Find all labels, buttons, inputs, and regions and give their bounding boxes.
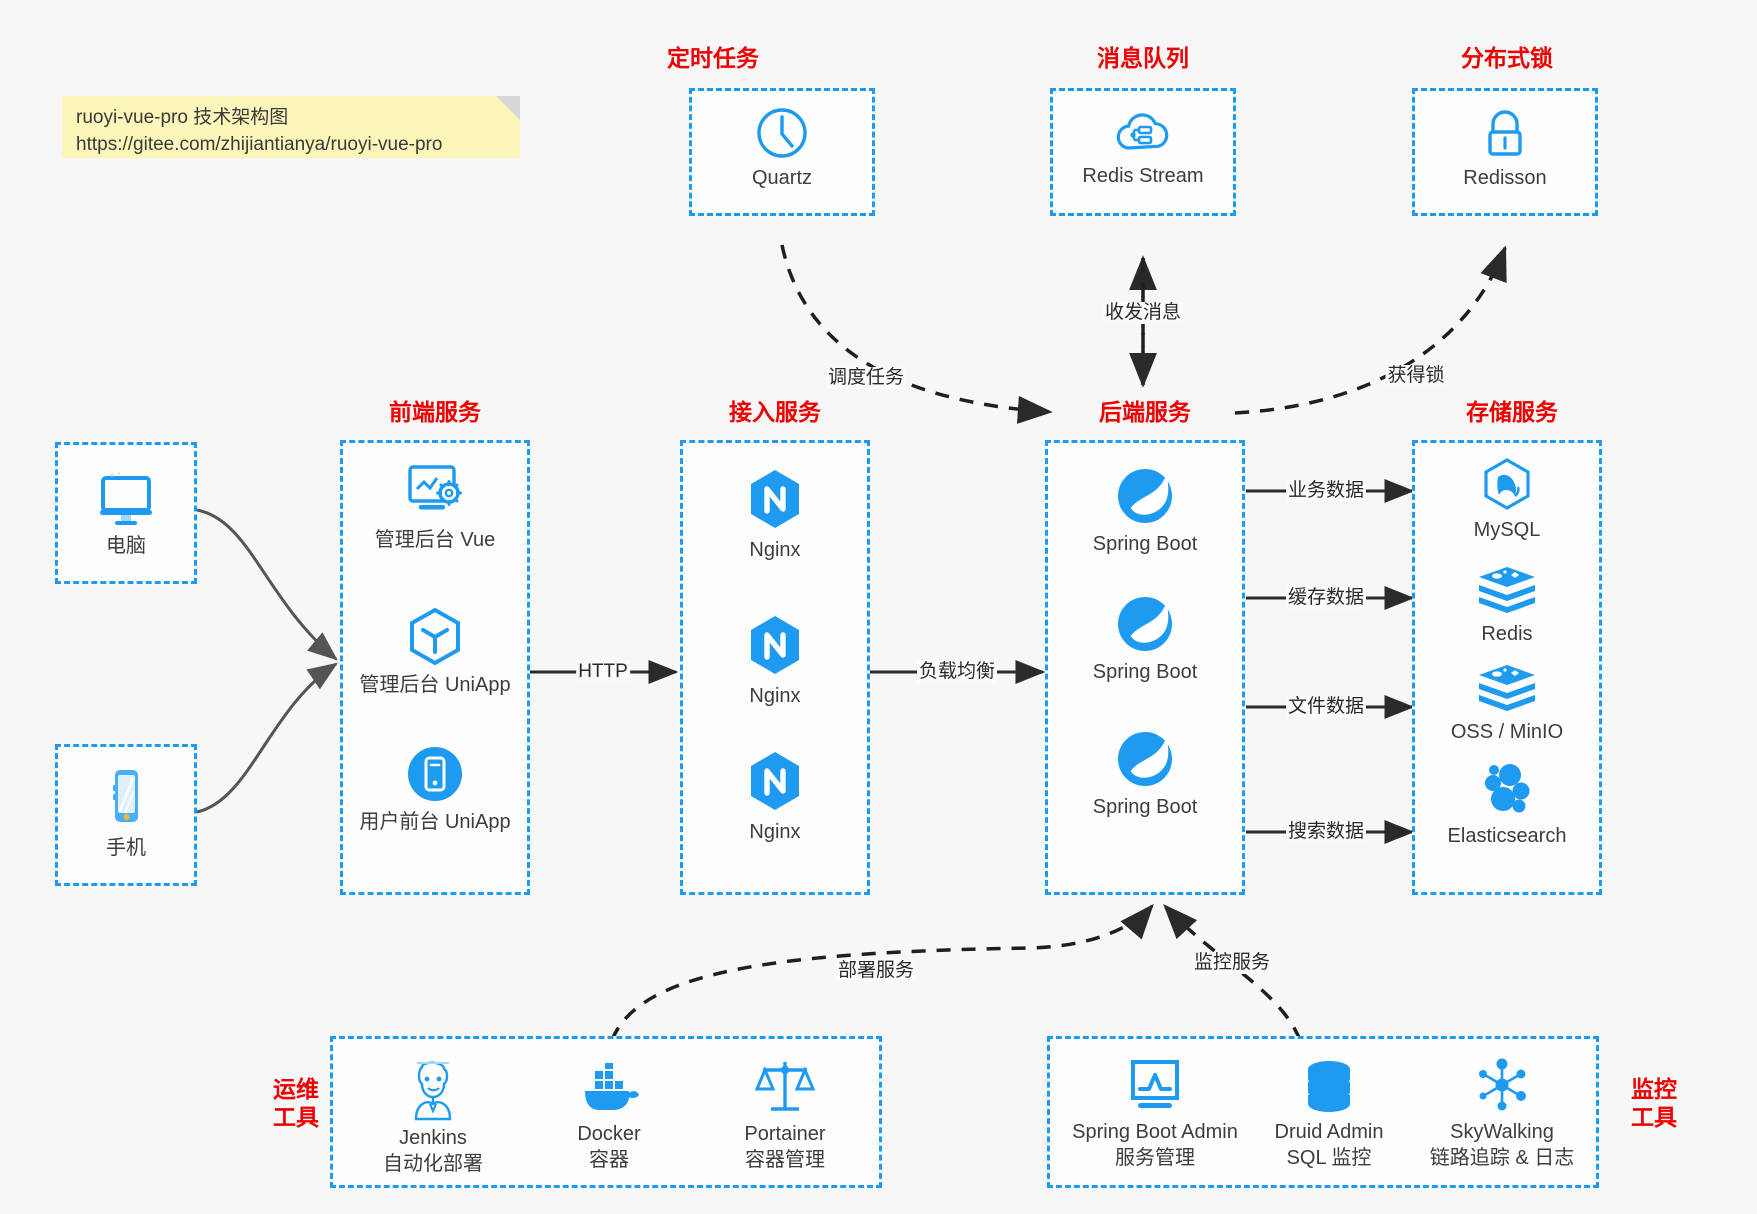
group-title-monitor-line1: 监控 (1631, 1076, 1677, 1102)
group-title-frontend: 前端服务 (389, 399, 481, 425)
node-sublabel: 链路追踪 & 日志 (1429, 1147, 1575, 1169)
edge-label-http: HTTP (576, 661, 630, 683)
node-label: Nginx (749, 821, 801, 843)
node-sublabel: 容器 (589, 1149, 629, 1171)
edge-label-monitor-service: 监控服务 (1191, 952, 1273, 974)
cloud-stream-icon (1053, 107, 1233, 159)
group-title-monitor-line2: 工具 (1631, 1104, 1677, 1130)
spring-leaf-icon (1048, 465, 1242, 527)
edge-label-schedule-task: 调度任务 (825, 367, 907, 389)
mysql-dolphin-icon (1415, 457, 1599, 513)
edge-label-search-data: 搜索数据 (1285, 821, 1367, 843)
node-label: 管理后台 Vue (374, 529, 496, 551)
group-title-distributed-lock: 分布式锁 (1461, 45, 1553, 71)
devops-tools-box[interactable]: Jenkins 自动化部署 Docker (330, 1036, 882, 1188)
node-label: 管理后台 UniApp (359, 674, 511, 696)
group-title-scheduled-task: 定时任务 (667, 45, 759, 71)
node-label: OSS / MinIO (1450, 721, 1564, 743)
node-label: Redis Stream (1082, 165, 1204, 187)
edge-label-cache-data: 缓存数据 (1285, 587, 1367, 609)
node-label: Quartz (751, 167, 813, 189)
node-label: SkyWalking (1450, 1121, 1554, 1143)
group-title-devops: 运维 工具 (256, 1075, 336, 1131)
node-label: Spring Boot (1092, 796, 1198, 818)
frontend-service-box[interactable]: 管理后台 Vue 管理后台 UniApp 用户前台 UniApp (340, 440, 530, 895)
client-computer-box[interactable]: 电脑 (55, 442, 197, 584)
edge-label-file-data: 文件数据 (1285, 696, 1367, 718)
note-line-2: https://gitee.com/zhijiantianya/ruoyi-vu… (76, 134, 443, 155)
node-label: Spring Boot (1092, 661, 1198, 683)
nginx-icon (683, 749, 867, 815)
group-title-storage: 存储服务 (1466, 399, 1558, 425)
nginx-icon (683, 613, 867, 679)
node-sublabel: 容器管理 (745, 1149, 825, 1171)
spring-leaf-icon (1048, 593, 1242, 655)
group-title-devops-line2: 工具 (273, 1104, 319, 1130)
edge-label-load-balance: 负载均衡 (916, 661, 998, 683)
node-label: Elasticsearch (1447, 825, 1567, 847)
dashboard-gear-icon (343, 461, 527, 523)
node-label: 用户前台 UniApp (359, 811, 511, 833)
redis-stack-icon (1415, 661, 1599, 715)
node-sublabel: 自动化部署 (383, 1153, 483, 1175)
backend-service-box[interactable]: Spring Boot Spring Boot Spring Boot (1045, 440, 1245, 895)
node-label: Druid Admin (1274, 1121, 1384, 1143)
node-label: Nginx (749, 685, 801, 707)
edge-label-business-data: 业务数据 (1285, 480, 1367, 502)
node-label: Jenkins (399, 1127, 467, 1149)
spring-leaf-icon (1048, 728, 1242, 790)
group-title-gateway: 接入服务 (729, 399, 821, 425)
monitor-chart-icon (1060, 1057, 1250, 1115)
clock-icon (692, 105, 872, 161)
node-label: Redisson (1463, 167, 1547, 189)
jenkins-butler-icon (347, 1059, 519, 1121)
padlock-icon (1415, 107, 1595, 161)
storage-service-box[interactable]: MySQL Redis (1412, 440, 1602, 895)
group-title-message-queue: 消息队列 (1097, 45, 1189, 71)
group-title-backend: 后端服务 (1099, 399, 1191, 425)
client-label: 电脑 (106, 535, 146, 557)
note-line-1: ruoyi-vue-pro 技术架构图 (76, 107, 289, 128)
elasticsearch-cluster-icon (1415, 761, 1599, 819)
scales-balance-icon (699, 1057, 871, 1117)
node-label: Portainer (744, 1123, 826, 1145)
node-label: Spring Boot Admin (1072, 1121, 1238, 1143)
node-label: MySQL (1473, 519, 1541, 541)
node-label: Nginx (749, 539, 801, 561)
node-label: Redis (1481, 623, 1533, 645)
desktop-computer-icon (58, 471, 194, 529)
edge-label-deploy-service: 部署服务 (835, 960, 917, 982)
node-sublabel: 服务管理 (1115, 1147, 1195, 1169)
scheduled-task-box[interactable]: Quartz (689, 88, 875, 216)
database-cylinder-icon (1244, 1059, 1414, 1115)
hexagon-cube-icon (343, 606, 527, 668)
node-label: Docker (577, 1123, 641, 1145)
distributed-lock-box[interactable]: Redisson (1412, 88, 1598, 216)
node-label: Spring Boot (1092, 533, 1198, 555)
group-title-devops-line1: 运维 (273, 1076, 319, 1102)
group-title-monitor: 监控 工具 (1614, 1075, 1694, 1131)
edge-label-acquire-lock: 获得锁 (1385, 365, 1447, 387)
edge-label-send-receive-message: 收发消息 (1102, 302, 1184, 324)
note-card: ruoyi-vue-pro 技术架构图 https://gitee.com/zh… (62, 96, 520, 158)
node-sublabel: SQL 监控 (1286, 1147, 1372, 1169)
note-fold-corner (496, 96, 520, 120)
nginx-icon (683, 467, 867, 533)
message-queue-box[interactable]: Redis Stream (1050, 88, 1236, 216)
monitor-tools-box[interactable]: Spring Boot Admin 服务管理 Druid Admin SQL 监… (1047, 1036, 1599, 1188)
client-phone-box[interactable]: 手机 (55, 744, 197, 886)
mobile-phone-icon (58, 767, 194, 831)
client-label: 手机 (106, 837, 146, 859)
docker-whale-icon (523, 1062, 695, 1117)
skywalking-node-icon (1410, 1055, 1594, 1115)
phone-circle-icon (343, 743, 527, 805)
gateway-service-box[interactable]: Nginx Nginx Nginx (680, 440, 870, 895)
redis-stack-icon (1415, 563, 1599, 617)
